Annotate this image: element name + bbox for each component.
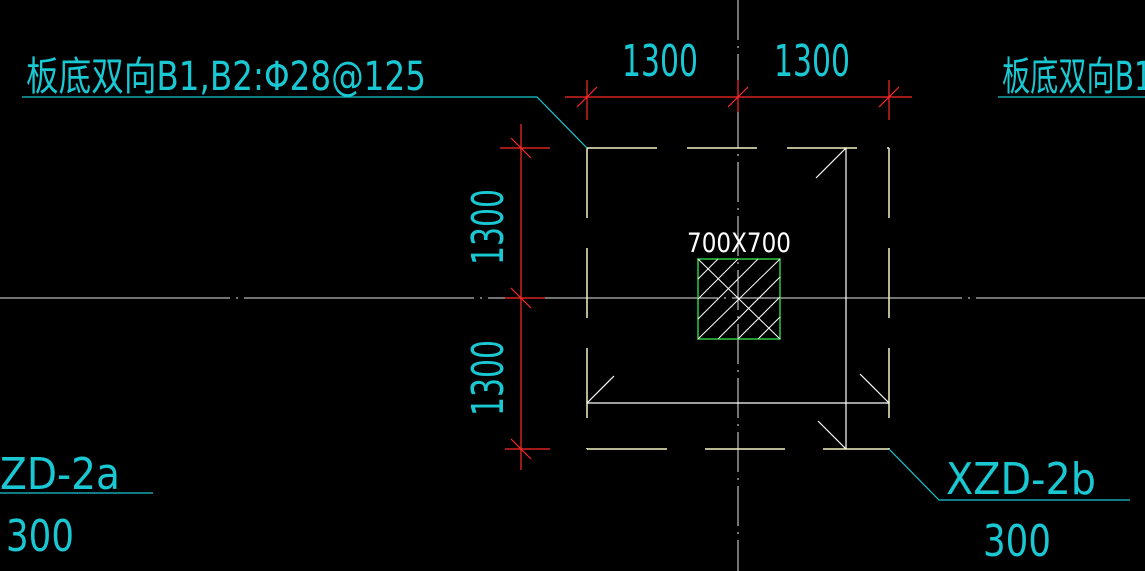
dim-left-tick-top xyxy=(510,137,532,159)
rebar-b1-left-hook xyxy=(586,375,615,404)
footing-right-tag: XZD-2b xyxy=(946,454,1096,505)
dimension-left xyxy=(500,124,550,470)
dimension-top xyxy=(565,80,912,120)
footing-right-thickness: 300 xyxy=(983,516,1051,567)
rebar-note-left: 板底双向B1,B2:Φ28@125 xyxy=(26,54,426,100)
leader-lines xyxy=(0,96,1145,501)
dim-top-right-text: 1300 xyxy=(774,36,850,87)
column: 700X700 xyxy=(687,228,791,340)
dim-top-tick-mid xyxy=(727,86,749,108)
dim-left-lower-text: 1300 xyxy=(463,340,514,416)
rebar-b1-right-hook xyxy=(859,373,890,404)
rebar-marks xyxy=(586,147,890,450)
footing-outline xyxy=(586,147,890,450)
footing-right-leader xyxy=(888,448,1130,501)
dim-left-upper-text: 1300 xyxy=(463,189,514,265)
column-size-label: 700X700 xyxy=(687,228,791,259)
footing-left-thickness: 300 xyxy=(6,511,74,562)
rebar-b2-top-hook xyxy=(815,147,847,179)
footing-left-tag: ZD-2a xyxy=(0,449,120,500)
rebar-note-left-leader xyxy=(22,96,588,149)
dim-left-tick-bottom xyxy=(510,438,532,460)
dim-top-tick-right xyxy=(878,86,900,108)
dim-top-tick-left xyxy=(576,86,598,108)
rebar-note-right: 板底双向B1 xyxy=(1002,54,1145,100)
rebar-b2-bottom-hook xyxy=(817,420,847,450)
dim-top-left-text: 1300 xyxy=(622,36,698,87)
dim-left-tick-mid xyxy=(510,287,532,309)
column-hatch xyxy=(697,258,781,340)
